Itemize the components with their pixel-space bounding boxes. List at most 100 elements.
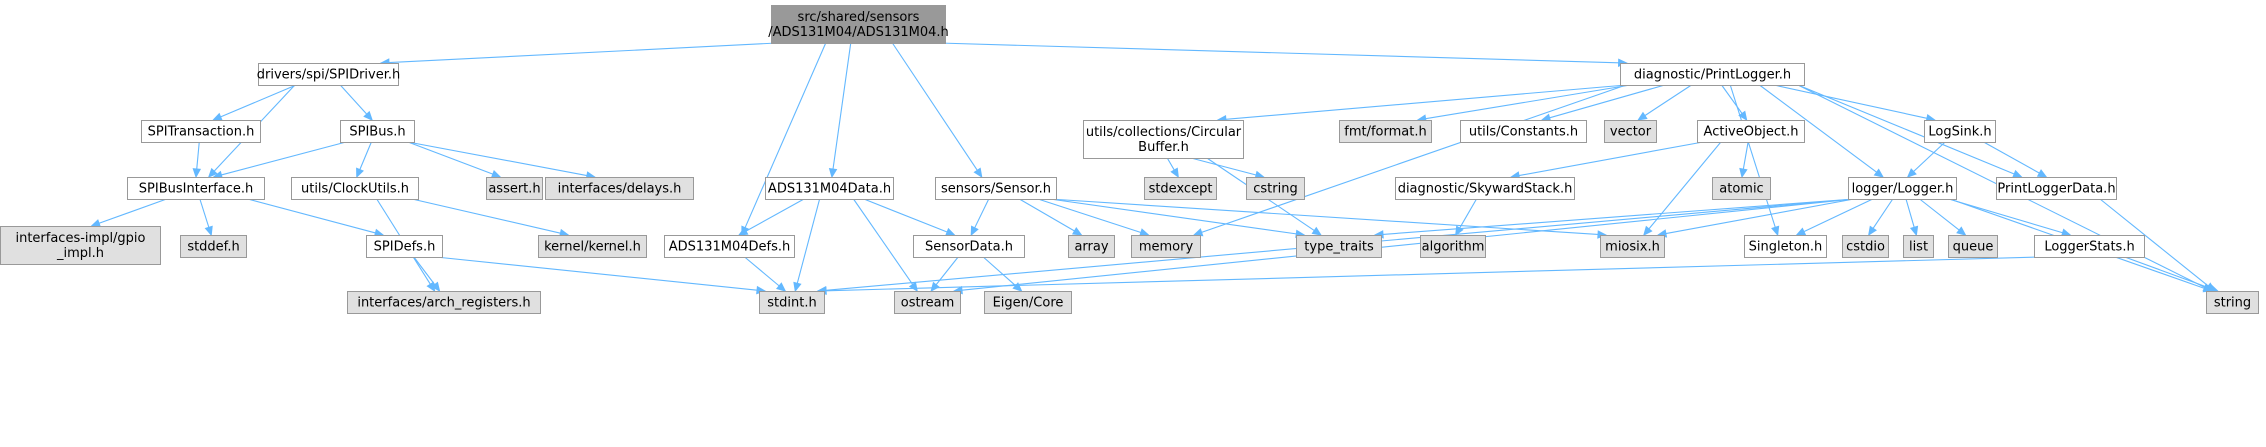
node-spidefs[interactable]: SPIDefs.h	[366, 235, 443, 258]
edge-adsdefs-to-stdint	[744, 256, 787, 292]
node-miosix[interactable]: miosix.h	[1600, 235, 1665, 258]
edge-printlogger-to-printlogdata	[1797, 84, 2023, 178]
node-adsdata[interactable]: ADS131M04Data.h	[765, 177, 894, 200]
node-spitrans[interactable]: SPITransaction.h	[141, 120, 261, 143]
node-label: string	[2214, 296, 2251, 311]
node-box	[258, 63, 399, 86]
node-label: logger/Logger.h	[1852, 182, 1954, 197]
node-label: memory	[1139, 240, 1194, 255]
node-typetraits[interactable]: type_traits	[1296, 235, 1382, 258]
node-array[interactable]: array	[1068, 235, 1115, 258]
node-kernel[interactable]: kernel/kernel.h	[538, 235, 647, 258]
node-box	[1712, 177, 1771, 200]
node-cstring[interactable]: cstring	[1246, 177, 1305, 200]
node-label: cstdio	[1846, 240, 1885, 255]
node-vector[interactable]: vector	[1604, 120, 1657, 143]
node-printlogger[interactable]: diagnostic/PrintLogger.h	[1620, 63, 1805, 86]
node-box	[1144, 177, 1217, 200]
node-singleton[interactable]: Singleton.h	[1744, 235, 1827, 258]
node-label: /ADS131M04/ADS131M04.h	[768, 25, 949, 40]
edge-sensor-to-array	[1019, 198, 1083, 236]
node-algorithm[interactable]: algorithm	[1420, 235, 1486, 258]
node-label: SPIDefs.h	[374, 240, 436, 255]
node-box	[1339, 120, 1432, 143]
node-printlogdata[interactable]: PrintLoggerData.h	[1996, 177, 2117, 200]
node-label: PrintLoggerData.h	[1997, 182, 2115, 197]
node-logsink[interactable]: LogSink.h	[1924, 120, 1996, 143]
node-cstdio[interactable]: cstdio	[1842, 235, 1889, 258]
edge-loggerstats-to-stdint	[816, 256, 2041, 296]
node-skystack[interactable]: diagnostic/SkywardStack.h	[1395, 177, 1575, 200]
node-box	[1697, 120, 1805, 143]
node-memory[interactable]: memory	[1131, 235, 1201, 258]
node-box	[1460, 120, 1587, 143]
edge-loggerstats-to-string	[2124, 256, 2219, 293]
node-gpioimpl[interactable]: interfaces-impl/gpio_impl.h	[0, 226, 161, 265]
edge-logsink-to-logger	[1906, 141, 1946, 178]
node-label: ActiveObject.h	[1704, 125, 1799, 140]
node-label: assert.h	[488, 182, 540, 197]
edge-spidriver-to-spibus	[339, 84, 373, 121]
node-label: fmt/format.h	[1344, 125, 1426, 140]
node-label: LogSink.h	[1928, 125, 1991, 140]
edge-sensor-to-sensordata	[970, 198, 990, 237]
node-asserth[interactable]: assert.h	[486, 177, 543, 200]
node-spibusif[interactable]: SPIBusInterface.h	[127, 177, 265, 200]
edge-root-to-sensor	[891, 42, 983, 179]
node-archreg[interactable]: interfaces/arch_registers.h	[347, 291, 541, 314]
node-stdint[interactable]: stdint.h	[759, 291, 825, 314]
node-label: diagnostic/PrintLogger.h	[1634, 68, 1791, 83]
node-box	[1395, 177, 1575, 200]
node-ostream[interactable]: ostream	[894, 291, 961, 314]
node-box	[538, 235, 647, 258]
node-spidriver[interactable]: drivers/spi/SPIDriver.h	[257, 63, 401, 86]
node-stddef[interactable]: stddef.h	[180, 235, 247, 258]
edge-printlogger-to-logsink	[1773, 84, 1936, 123]
node-label: ADS131M04Defs.h	[669, 240, 790, 255]
node-stdexcept[interactable]: stdexcept	[1144, 177, 1217, 200]
node-string[interactable]: string	[2206, 291, 2259, 314]
node-box	[664, 235, 795, 258]
node-delays[interactable]: interfaces/delays.h	[545, 177, 694, 200]
edge-spibusif-to-gpioimpl	[90, 198, 167, 228]
node-activeobj[interactable]: ActiveObject.h	[1697, 120, 1805, 143]
edge-sensor-to-miosix	[1049, 198, 1608, 239]
node-label: drivers/spi/SPIDriver.h	[257, 68, 401, 83]
node-eigen[interactable]: Eigen/Core	[984, 291, 1072, 314]
node-list[interactable]: list	[1903, 235, 1934, 258]
node-atomic[interactable]: atomic	[1712, 177, 1771, 200]
edge-logger-to-list	[1905, 198, 1919, 237]
node-label: ostream	[901, 296, 955, 311]
node-constants[interactable]: utils/Constants.h	[1460, 120, 1587, 143]
node-sensor[interactable]: sensors/Sensor.h	[935, 177, 1057, 200]
node-queue[interactable]: queue	[1948, 235, 1998, 258]
node-label: vector	[1610, 125, 1652, 140]
node-adsdefs[interactable]: ADS131M04Defs.h	[664, 235, 795, 258]
node-box	[347, 291, 541, 314]
node-label: LoggerStats.h	[2044, 240, 2134, 255]
node-label: array	[1074, 240, 1108, 255]
node-box	[771, 5, 946, 44]
edge-printlogger-to-memory	[1192, 84, 1627, 237]
edge-sensor-to-typetraits	[1049, 198, 1306, 239]
dependency-nodes: src/shared/sensors/ADS131M04/ADS131M04.h…	[0, 5, 2259, 314]
node-fmt[interactable]: fmt/format.h	[1339, 120, 1432, 143]
node-label: stdexcept	[1149, 182, 1213, 197]
edge-printlogger-to-singleton	[1729, 84, 1780, 237]
node-sensordata[interactable]: SensorData.h	[913, 235, 1025, 258]
node-logger[interactable]: logger/Logger.h	[1848, 177, 1957, 200]
node-label: Singleton.h	[1749, 240, 1823, 255]
node-box	[141, 120, 261, 143]
node-loggerstats[interactable]: LoggerStats.h	[2034, 235, 2145, 258]
edge-skystack-to-algorithm	[1455, 198, 1477, 237]
node-root[interactable]: src/shared/sensors/ADS131M04/ADS131M04.h	[768, 5, 949, 44]
node-spibus[interactable]: SPIBus.h	[340, 120, 415, 143]
node-box	[2206, 291, 2259, 314]
node-box	[1420, 235, 1486, 258]
edge-logger-to-miosix	[1656, 198, 1855, 238]
node-label: diagnostic/SkywardStack.h	[1398, 182, 1573, 197]
node-label: Eigen/Core	[993, 296, 1064, 311]
node-clockutils[interactable]: utils/ClockUtils.h	[291, 177, 419, 200]
